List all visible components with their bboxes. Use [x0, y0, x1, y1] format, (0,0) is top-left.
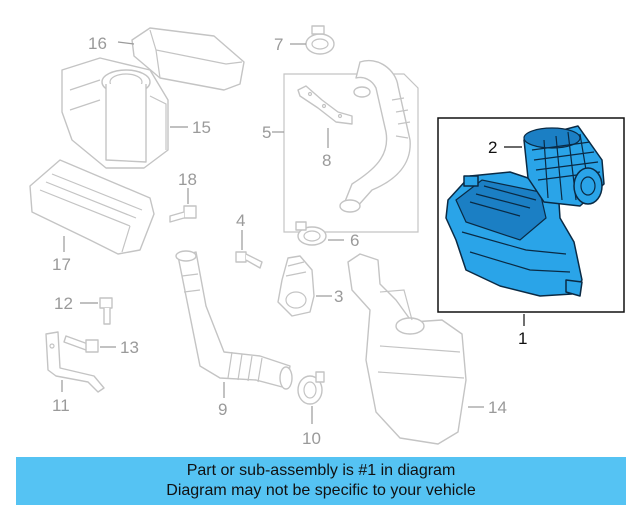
callout-4[interactable]: 4 — [236, 211, 245, 230]
part-10-clamp — [297, 371, 325, 405]
callout-18[interactable]: 18 — [178, 170, 197, 189]
callout-16[interactable]: 16 — [88, 34, 107, 53]
part-17-duct — [29, 159, 155, 255]
callout-17[interactable]: 17 — [52, 255, 71, 274]
part-9-pipe — [175, 250, 293, 390]
part-5-hose — [339, 59, 411, 213]
part-16-cover — [131, 27, 245, 91]
callout-8[interactable]: 8 — [322, 151, 331, 170]
part-8-gasket — [297, 85, 353, 125]
part-6-clamp — [295, 221, 327, 246]
part-13-bolt — [63, 335, 99, 353]
callout-5[interactable]: 5 — [262, 123, 271, 142]
part-4-bolt — [235, 251, 263, 269]
part-7-clamp — [305, 25, 335, 55]
part-11-bracket — [45, 331, 105, 393]
callout-10[interactable]: 10 — [302, 429, 321, 448]
part-3-elbow — [277, 255, 315, 317]
callout-3[interactable]: 3 — [334, 287, 343, 306]
part-1-highlight-box — [437, 117, 625, 313]
callout-12[interactable]: 12 — [54, 294, 73, 313]
callout-15[interactable]: 15 — [192, 118, 211, 137]
callout-13[interactable]: 13 — [120, 338, 139, 357]
callout-11[interactable]: 11 — [52, 396, 70, 415]
part-15-housing — [61, 57, 169, 169]
banner-line-2: Diagram may not be specific to your vehi… — [166, 482, 476, 499]
part-14-resonator — [347, 253, 467, 445]
part-18-bolt — [169, 205, 197, 223]
callout-7[interactable]: 7 — [274, 35, 283, 54]
banner-line-1: Part or sub-assembly is #1 in diagram — [186, 462, 456, 479]
info-banner: Part or sub-assembly is #1 in diagram Di… — [16, 457, 626, 505]
callout-1[interactable]: 1 — [518, 329, 527, 348]
callout-6[interactable]: 6 — [350, 231, 359, 250]
parts-diagram: 16 15 17 7 5 8 — [29, 25, 625, 448]
callout-14[interactable]: 14 — [488, 398, 507, 417]
part-12-bolt — [99, 297, 113, 325]
callout-9[interactable]: 9 — [218, 400, 227, 419]
callout-2[interactable]: 2 — [488, 138, 497, 157]
part-2-filter — [523, 125, 605, 207]
